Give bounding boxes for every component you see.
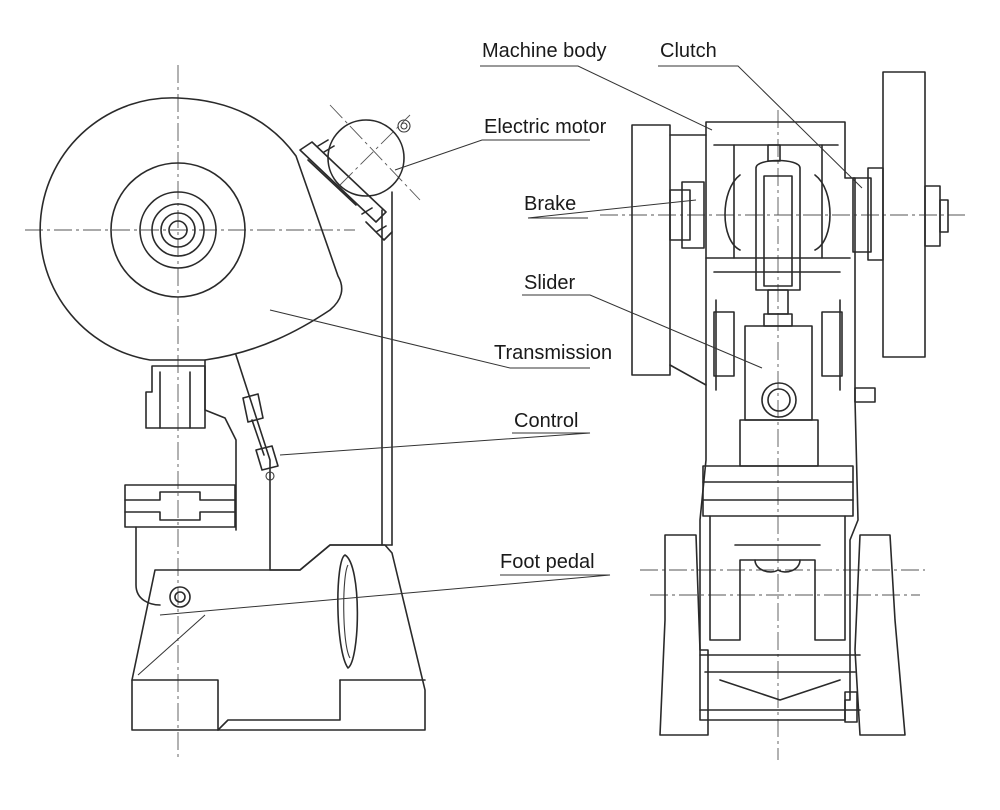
label-transmission: Transmission: [494, 342, 612, 364]
side-base: [131, 544, 426, 731]
side-frame: [204, 191, 393, 571]
clutch-flywheel: [852, 71, 949, 358]
slider-block: [713, 299, 876, 467]
labels: Machine body Clutch Electric motor Brake…: [482, 40, 717, 573]
label-control: Control: [514, 410, 578, 432]
front-view: [600, 71, 965, 760]
label-foot-pedal: Foot pedal: [500, 551, 595, 573]
label-slider: Slider: [524, 272, 575, 294]
label-brake: Brake: [524, 193, 576, 215]
side-view: [25, 65, 426, 760]
front-bolster: [702, 465, 854, 641]
brake-disc: [631, 124, 707, 386]
front-base: [659, 534, 906, 736]
leader-lines: [137, 65, 863, 676]
label-electric-motor: Electric motor: [484, 116, 607, 138]
crank: [724, 159, 831, 327]
front-frame: [699, 121, 859, 721]
electric-motor: [299, 119, 411, 241]
side-bolster: [124, 365, 236, 606]
control-rod: [242, 393, 279, 481]
label-machine-body: Machine body: [482, 40, 607, 62]
label-clutch: Clutch: [660, 40, 717, 62]
flywheel: [39, 97, 343, 361]
